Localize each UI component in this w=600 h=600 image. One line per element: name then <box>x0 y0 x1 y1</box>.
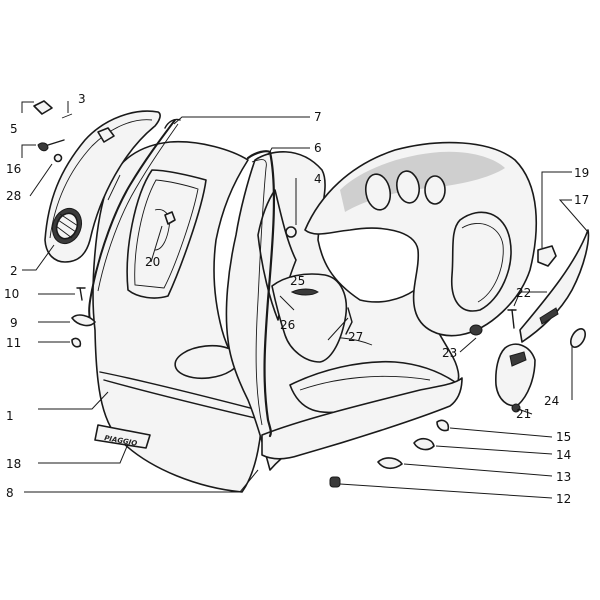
seal-part-6 <box>246 150 276 438</box>
callout-4: 4 <box>314 172 322 186</box>
callout-13: 13 <box>556 470 571 484</box>
callout-8: 8 <box>6 486 14 500</box>
callout-11: 11 <box>6 336 21 350</box>
callout-28: 28 <box>6 189 21 203</box>
callout-10: 10 <box>4 287 19 301</box>
callout-27: 27 <box>348 330 363 344</box>
callout-7: 7 <box>314 110 322 124</box>
callout-6: 6 <box>314 141 322 155</box>
callout-5: 5 <box>10 122 18 136</box>
callout-18: 18 <box>6 457 21 471</box>
callout-15: 15 <box>556 430 571 444</box>
callout-21: 21 <box>516 407 531 421</box>
callout-1: 1 <box>6 409 14 423</box>
callout-22: 22 <box>516 286 531 300</box>
callout-23: 23 <box>442 346 457 360</box>
hardware-parts <box>71 211 590 488</box>
callout-labels: 1 2 3 4 5 6 7 8 9 10 11 12 13 14 15 16 1… <box>4 92 589 506</box>
front-shield-part <box>92 140 263 493</box>
callout-25: 25 <box>290 274 305 288</box>
leader-lines <box>21 101 589 499</box>
callout-9: 9 <box>10 316 18 330</box>
trim-strip-part-7 <box>88 119 176 321</box>
callout-26: 26 <box>280 318 295 332</box>
callout-3: 3 <box>78 92 86 106</box>
callout-16: 16 <box>6 162 21 176</box>
callout-14: 14 <box>556 448 571 462</box>
callout-19: 19 <box>574 166 589 180</box>
glovebox-door-part <box>33 100 161 263</box>
callout-20: 20 <box>145 255 160 269</box>
callout-2: 2 <box>10 264 18 278</box>
callout-17: 17 <box>574 193 589 207</box>
callout-12: 12 <box>556 492 571 506</box>
badge-part-18: PIAGGIO <box>94 424 151 449</box>
callout-24: 24 <box>544 394 559 408</box>
